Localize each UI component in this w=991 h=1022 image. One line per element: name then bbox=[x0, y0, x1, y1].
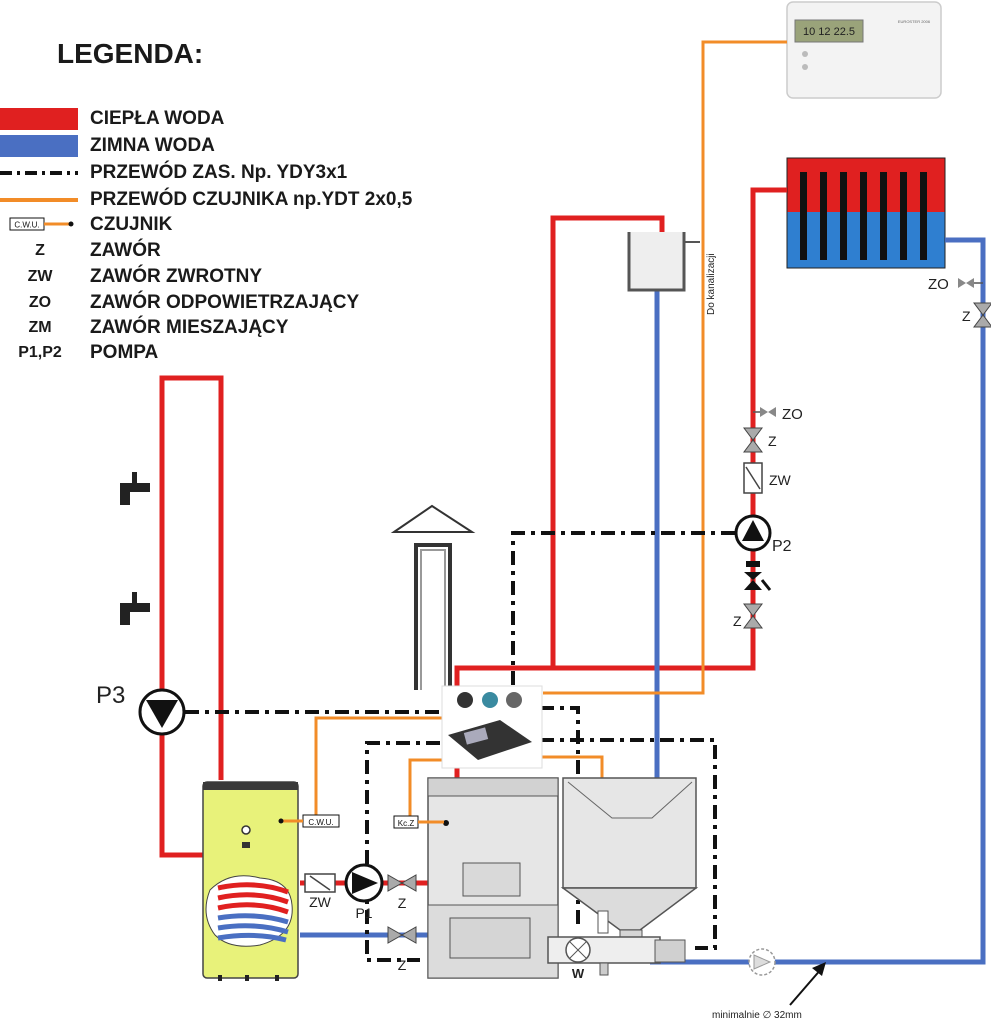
legend-abbr: ZM bbox=[28, 319, 52, 336]
pump-p3-label: P3 bbox=[96, 682, 125, 709]
hot-water-tank bbox=[202, 781, 299, 981]
legend-label: PRZEWÓD CZUJNIKA np.YDT 2x0,5 bbox=[90, 189, 413, 210]
pellet-hopper bbox=[560, 777, 699, 945]
mixing-valve-riser-icon bbox=[744, 561, 772, 591]
legend-item-valve: Z ZAWÓR bbox=[0, 240, 520, 262]
valve-riser-lower-icon bbox=[743, 603, 763, 629]
feeder-label: W bbox=[572, 966, 585, 981]
legend-label: PRZEWÓD ZAS. Np. YDY3x1 bbox=[90, 162, 348, 183]
pump-p1-label: P1 bbox=[355, 905, 372, 921]
check-valve-tank-icon bbox=[304, 873, 336, 893]
legend-label: ZAWÓR MIESZAJĄCY bbox=[90, 317, 289, 338]
air-valve-radiator-icon bbox=[958, 278, 983, 288]
return-fitting-icon bbox=[748, 948, 776, 976]
legend-item-mixing-valve: ZM ZAWÓR MIESZAJĄCY bbox=[0, 317, 520, 339]
sensor-cwu-icon: C.W.U. bbox=[278, 814, 340, 828]
sensor-boiler-icon: Kc.Z bbox=[393, 815, 444, 829]
legend-abbr: ZW bbox=[27, 268, 53, 285]
sensor-boiler-label: Kc.Z bbox=[398, 819, 415, 828]
room-thermostat: 10 12 22.5 EUROSTER 2006 bbox=[786, 1, 942, 99]
check-valve-tank-label: ZW bbox=[309, 894, 332, 910]
legend-label: ZAWÓR ZWROTNY bbox=[90, 266, 263, 287]
valve-tank-lower-label: Z bbox=[398, 957, 407, 973]
check-valve-riser-icon bbox=[743, 462, 763, 494]
legend-label: ZAWÓR bbox=[90, 240, 161, 261]
air-valve-riser-label: ZO bbox=[782, 406, 803, 423]
hot-water-swatch bbox=[0, 108, 78, 130]
legend-item-sensor: C.W.U. CZUJNIK bbox=[0, 214, 520, 236]
chimney bbox=[390, 504, 476, 690]
legend-label: ZAWÓR ODPOWIETRZAJĄCY bbox=[90, 292, 360, 313]
legend-abbr: P1,P2 bbox=[18, 344, 62, 361]
legend-label: CIEPŁA WODA bbox=[90, 108, 225, 129]
boiler-controller bbox=[441, 685, 543, 769]
tap-upper-icon bbox=[120, 472, 150, 505]
legend-item-sensor-cable: PRZEWÓD CZUJNIKA np.YDT 2x0,5 bbox=[0, 189, 520, 211]
sensor-symbol-icon: C.W.U. bbox=[9, 217, 74, 231]
legend-label: CZUJNIK bbox=[90, 214, 173, 235]
pellet-feeder bbox=[547, 910, 686, 976]
legend-item-cold-water: ZIMNA WODA bbox=[0, 135, 520, 157]
thermostat-brand: EUROSTER 2006 bbox=[898, 19, 931, 24]
drain-cup bbox=[627, 232, 700, 292]
valve-riser-upper-icon bbox=[743, 427, 763, 453]
thermostat-display-text: 10 12 22.5 bbox=[803, 26, 855, 38]
valve-tank-upper-label: Z bbox=[398, 895, 407, 911]
tap-lower-icon bbox=[120, 592, 150, 625]
min-diameter-label: minimalnie ∅ 32mm bbox=[712, 1010, 802, 1021]
sensor-cwu-label: C.W.U. bbox=[308, 818, 333, 827]
pump-p2-icon bbox=[734, 514, 772, 552]
legend-abbr: ZO bbox=[28, 294, 52, 311]
legend-item-pump: P1,P2 POMPA bbox=[0, 342, 520, 364]
legend-title: LEGENDA: bbox=[57, 38, 204, 69]
valve-riser-lower-label: Z bbox=[733, 613, 742, 629]
orange-line-swatch bbox=[0, 198, 78, 202]
radiator bbox=[786, 157, 946, 269]
sensor-abbr: C.W.U. bbox=[14, 221, 39, 230]
boiler bbox=[427, 777, 559, 979]
air-valve-riser-icon bbox=[753, 407, 776, 417]
valve-return-label: Z bbox=[962, 308, 971, 324]
pump-p3-icon bbox=[138, 688, 186, 736]
valve-tank-lower-icon bbox=[387, 926, 417, 944]
air-valve-radiator-label: ZO bbox=[928, 276, 949, 293]
legend-item-hot-water: CIEPŁA WODA bbox=[0, 108, 520, 130]
valve-riser-upper-label: Z bbox=[768, 433, 777, 449]
pump-p2-label: P2 bbox=[772, 538, 792, 555]
legend-abbr: Z bbox=[35, 242, 45, 259]
pump-p1-icon bbox=[344, 863, 384, 903]
min-diameter-arrow bbox=[789, 962, 826, 1006]
legend-item-power-cable: PRZEWÓD ZAS. Np. YDY3x1 bbox=[0, 162, 520, 184]
cold-water-swatch bbox=[0, 135, 78, 157]
valve-tank-upper-icon bbox=[387, 874, 417, 892]
valve-return-icon bbox=[973, 302, 991, 328]
legend-label: POMPA bbox=[90, 342, 159, 363]
check-valve-riser-label: ZW bbox=[769, 472, 792, 488]
legend-label: ZIMNA WODA bbox=[90, 135, 215, 156]
legend-item-check-valve: ZW ZAWÓR ZWROTNY bbox=[0, 266, 520, 288]
drain-label: Do kanalizacji bbox=[706, 253, 717, 315]
legend-item-air-valve: ZO ZAWÓR ODPOWIETRZAJĄCY bbox=[0, 292, 520, 314]
